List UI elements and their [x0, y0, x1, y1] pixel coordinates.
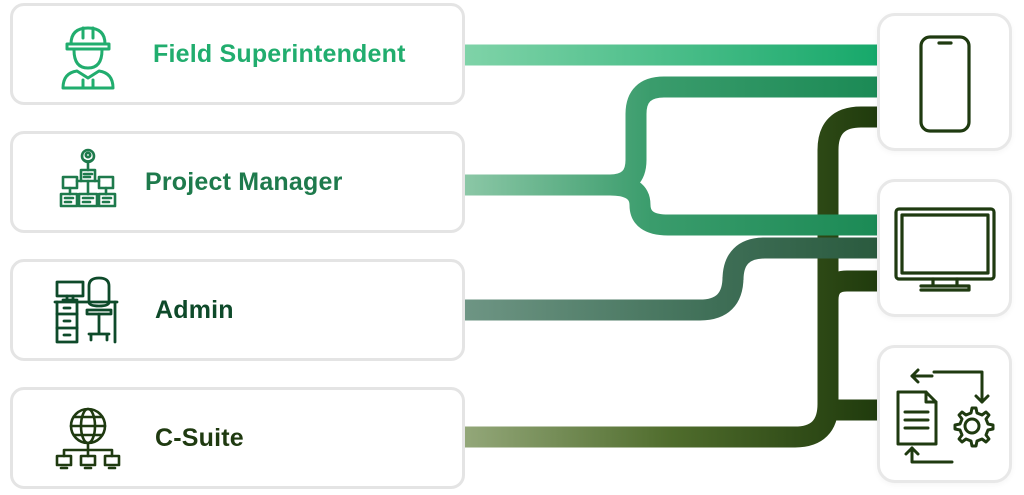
flow-c-suite: [465, 106, 880, 448]
role-card-field-superintendent: Field Superintendent: [10, 3, 465, 105]
mobile-phone-icon: [919, 35, 971, 133]
device-card-desktop: [877, 179, 1012, 317]
role-label-field-superintendent: Field Superintendent: [153, 40, 406, 68]
device-card-integrations: [877, 345, 1012, 483]
office-desk-icon: [53, 276, 119, 344]
role-card-project-manager: Project Manager: [10, 131, 465, 233]
role-card-c-suite: C-Suite: [10, 387, 465, 489]
flow-admin: [465, 237, 880, 321]
integration-settings-icon: [896, 368, 995, 464]
role-label-c-suite: C-Suite: [155, 424, 244, 452]
device-card-mobile: [877, 13, 1012, 151]
desktop-monitor-icon: [894, 207, 996, 292]
role-label-project-manager: Project Manager: [145, 168, 343, 196]
global-network-icon: [55, 407, 121, 470]
flow-project-manager: [465, 76, 880, 236]
role-label-admin: Admin: [155, 296, 234, 324]
role-card-admin: Admin: [10, 259, 465, 361]
org-chart-icon: [59, 148, 117, 208]
construction-worker-icon: [61, 26, 115, 90]
